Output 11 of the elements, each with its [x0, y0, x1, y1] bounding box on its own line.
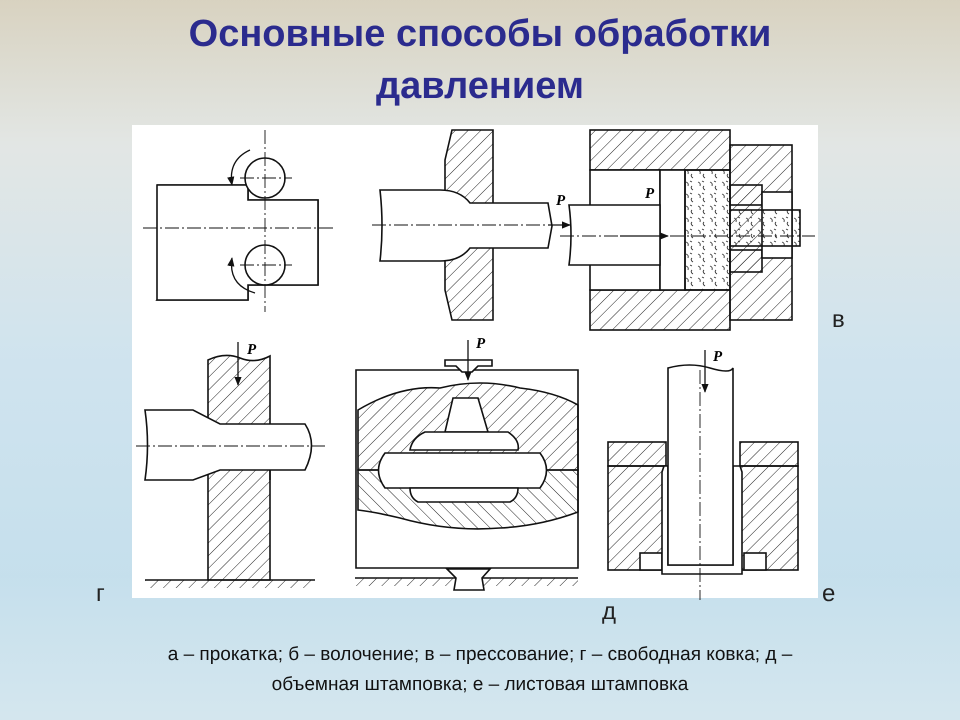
- title: Основные способы обработки давлением: [188, 12, 772, 109]
- force-label: P: [556, 194, 566, 209]
- force-label: P: [247, 343, 256, 358]
- panel-letter: д: [602, 600, 616, 624]
- panel-letter: г: [96, 582, 105, 606]
- panel-letter: в: [832, 308, 845, 332]
- force-label: P: [476, 337, 486, 352]
- force-label: P: [713, 350, 722, 365]
- force-label: P: [645, 187, 654, 202]
- caption: а – прокатка; б – волочение; в – прессование; г – свободная ковка; д – объемная штамповка; е – листовая штамповка: [166, 643, 794, 697]
- panel-letter: е: [822, 582, 836, 606]
